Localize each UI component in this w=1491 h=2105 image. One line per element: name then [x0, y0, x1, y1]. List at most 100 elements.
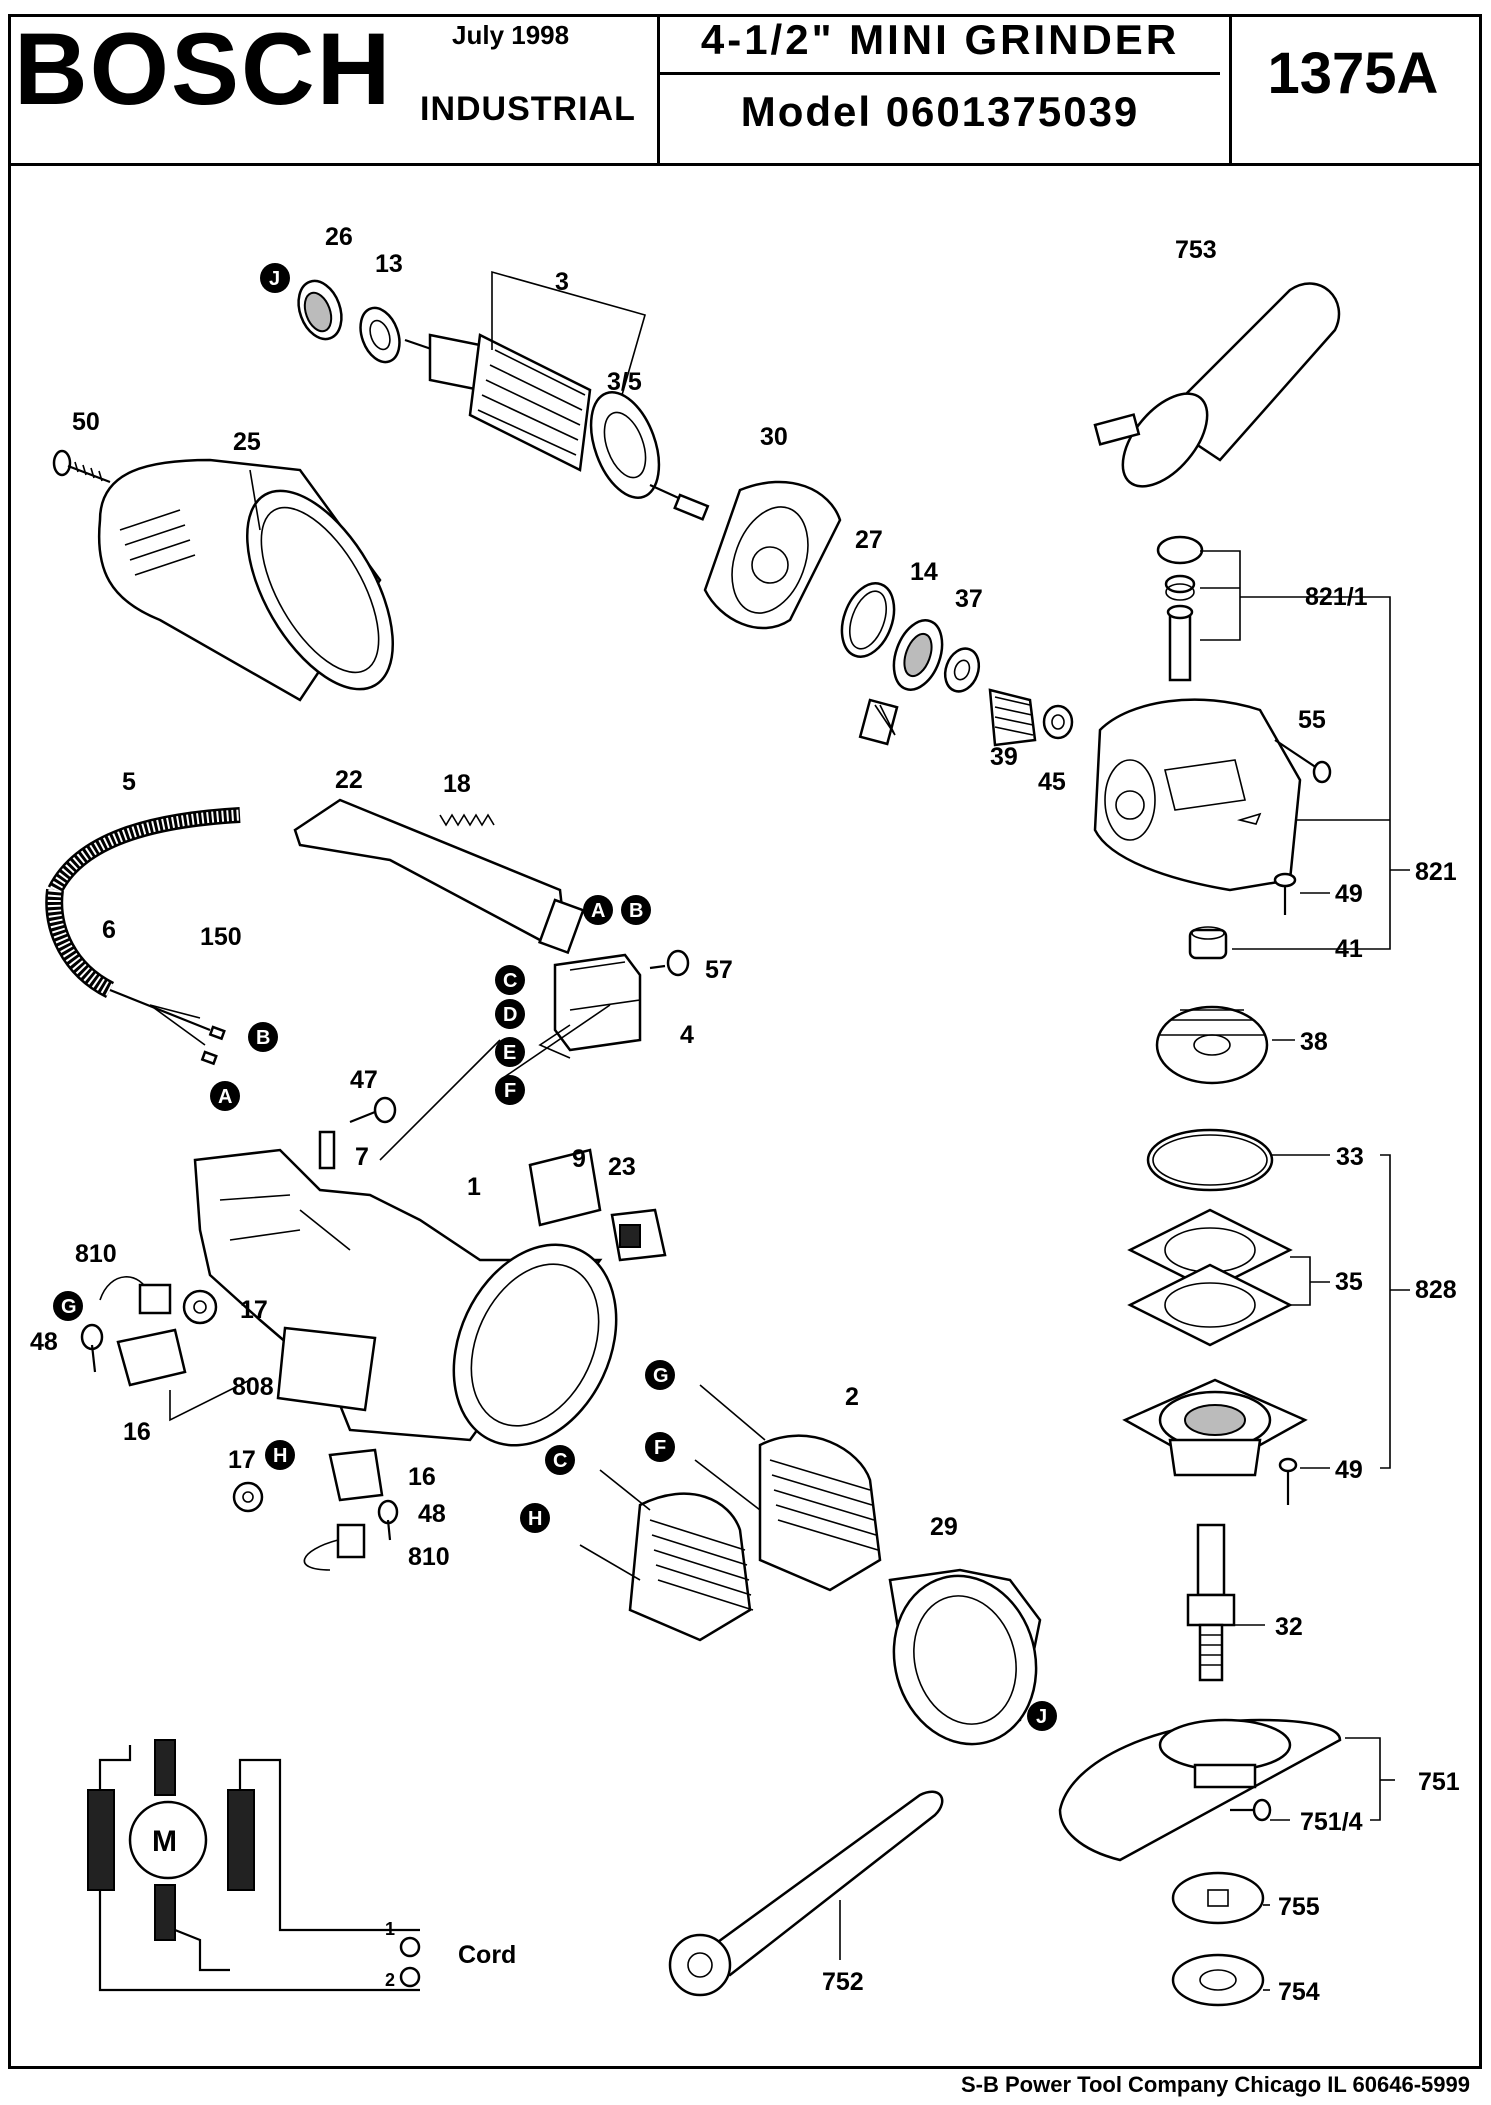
label-17b: 17 — [228, 1446, 256, 1474]
callout-j-guide: J — [1027, 1701, 1057, 1731]
svg-text:G: G — [61, 1296, 77, 1318]
publisher-footer: S-B Power Tool Company Chicago IL 60646-… — [961, 2072, 1470, 2097]
label-48b: 48 — [418, 1500, 446, 1528]
gear-housing-821 — [1093, 698, 1302, 892]
title-block — [8, 14, 1482, 166]
label-828: 828 — [1415, 1276, 1457, 1304]
label-38: 38 — [1300, 1028, 1328, 1056]
svg-text:G: G — [653, 1365, 669, 1387]
bearing-cover-30 — [703, 480, 842, 630]
label-751-4: 751/4 — [1300, 1808, 1363, 1836]
bracket-3 — [491, 270, 646, 396]
label-49b: 49 — [1335, 1456, 1363, 1484]
svg-text:H: H — [273, 1445, 287, 1467]
label-1: 1 — [467, 1173, 481, 1201]
label-45: 45 — [1038, 768, 1066, 796]
gear-38 — [1155, 1005, 1269, 1085]
cord-protector-5 — [45, 807, 241, 999]
label-9 — [528, 1148, 602, 1227]
svg-text:E: E — [503, 1042, 516, 1064]
switch-terminal-1: 1 — [385, 1919, 395, 1939]
ring-27 — [840, 582, 896, 658]
bearing-26 — [297, 279, 343, 341]
switch-rod-22 — [293, 798, 585, 955]
nameplate-808 — [276, 1326, 377, 1412]
brand-cell — [8, 14, 660, 163]
screw-48a — [80, 1323, 104, 1373]
label-29: 29 — [930, 1513, 958, 1541]
callout-h-left: H — [265, 1440, 295, 1470]
svg-text:A: A — [218, 1086, 232, 1108]
o-ring-33 — [1146, 1128, 1274, 1192]
label-37: 37 — [955, 585, 983, 613]
label-810a: 810 — [75, 1240, 117, 1268]
label-57: 57 — [705, 956, 733, 984]
air-guide-29 — [888, 1568, 1042, 1746]
switch-knob-23 — [610, 1208, 667, 1262]
gaskets-35 — [1127, 1208, 1293, 1347]
svg-text:C: C — [553, 1450, 567, 1472]
screw-751-4 — [1230, 1798, 1272, 1822]
spring-18 — [439, 813, 495, 827]
screw-50 — [52, 449, 111, 484]
label-754: 754 — [1278, 1978, 1320, 2006]
armature-3 — [404, 333, 710, 521]
label-13: 13 — [375, 250, 403, 278]
bracket-lines — [169, 550, 1410, 1991]
bearing-flange-828 — [1122, 1378, 1308, 1477]
field-2 — [628, 1434, 882, 1642]
label-810b: 810 — [408, 1543, 450, 1571]
label-25: 25 — [233, 428, 261, 456]
svg-text:B: B — [629, 900, 643, 922]
division-label: INDUSTRIAL — [420, 90, 636, 128]
callout-f-field: F — [645, 1432, 675, 1462]
label-808: 808 — [232, 1373, 274, 1401]
bearing-13 — [359, 306, 401, 364]
pinion-39 — [988, 688, 1037, 747]
motor-cover-25 — [97, 458, 395, 702]
label-41: 41 — [1335, 935, 1363, 963]
label-3: 3 — [555, 268, 569, 296]
label-39: 39 — [990, 743, 1018, 771]
callout-a-top: A — [583, 895, 613, 925]
title-divider — [660, 72, 1220, 75]
spring-17b — [232, 1481, 264, 1513]
cord-6 — [109, 988, 211, 1046]
spring-17a — [182, 1289, 218, 1325]
brand-logo: BOSCH — [14, 12, 393, 126]
screw-48b — [377, 1499, 399, 1541]
callout-c-top: C — [495, 965, 525, 995]
connectors-150 — [200, 1025, 226, 1066]
label-48a: 48 — [30, 1328, 58, 1356]
connection-callouts: J A B C D E F B A G H G F C H J — [53, 263, 1057, 1731]
label-32: 32 — [1275, 1613, 1303, 1641]
label-33: 33 — [1336, 1143, 1364, 1171]
label-752: 752 — [822, 1968, 864, 1996]
switch-4 — [553, 953, 642, 1052]
svg-text:H: H — [528, 1508, 542, 1530]
label-7: 7 — [355, 1143, 369, 1171]
callout-b-cord: B — [248, 1022, 278, 1052]
label-14: 14 — [910, 558, 938, 586]
label-49a: 49 — [1335, 880, 1363, 908]
svg-text:F: F — [504, 1080, 516, 1102]
key-insert — [858, 698, 899, 746]
label-821: 821 — [1415, 858, 1457, 886]
label-150: 150 — [200, 923, 242, 951]
page-frame — [8, 14, 1482, 2069]
label-23: 23 — [608, 1153, 636, 1181]
label-27: 27 — [855, 526, 883, 554]
label-50: 50 — [72, 408, 100, 436]
screw-55 — [1274, 739, 1332, 784]
callout-b-top: B — [621, 895, 651, 925]
brush-810a — [99, 1276, 172, 1315]
svg-text:F: F — [654, 1437, 666, 1459]
model-number: Model 0601375039 — [740, 88, 1140, 135]
label-22: 22 — [335, 766, 363, 794]
bushing-41 — [1188, 926, 1228, 960]
label-17a: 17 — [240, 1296, 268, 1324]
callout-e: E — [495, 1037, 525, 1067]
callout-h-field: H — [520, 1503, 550, 1533]
side-handle-753 — [1093, 282, 1341, 488]
